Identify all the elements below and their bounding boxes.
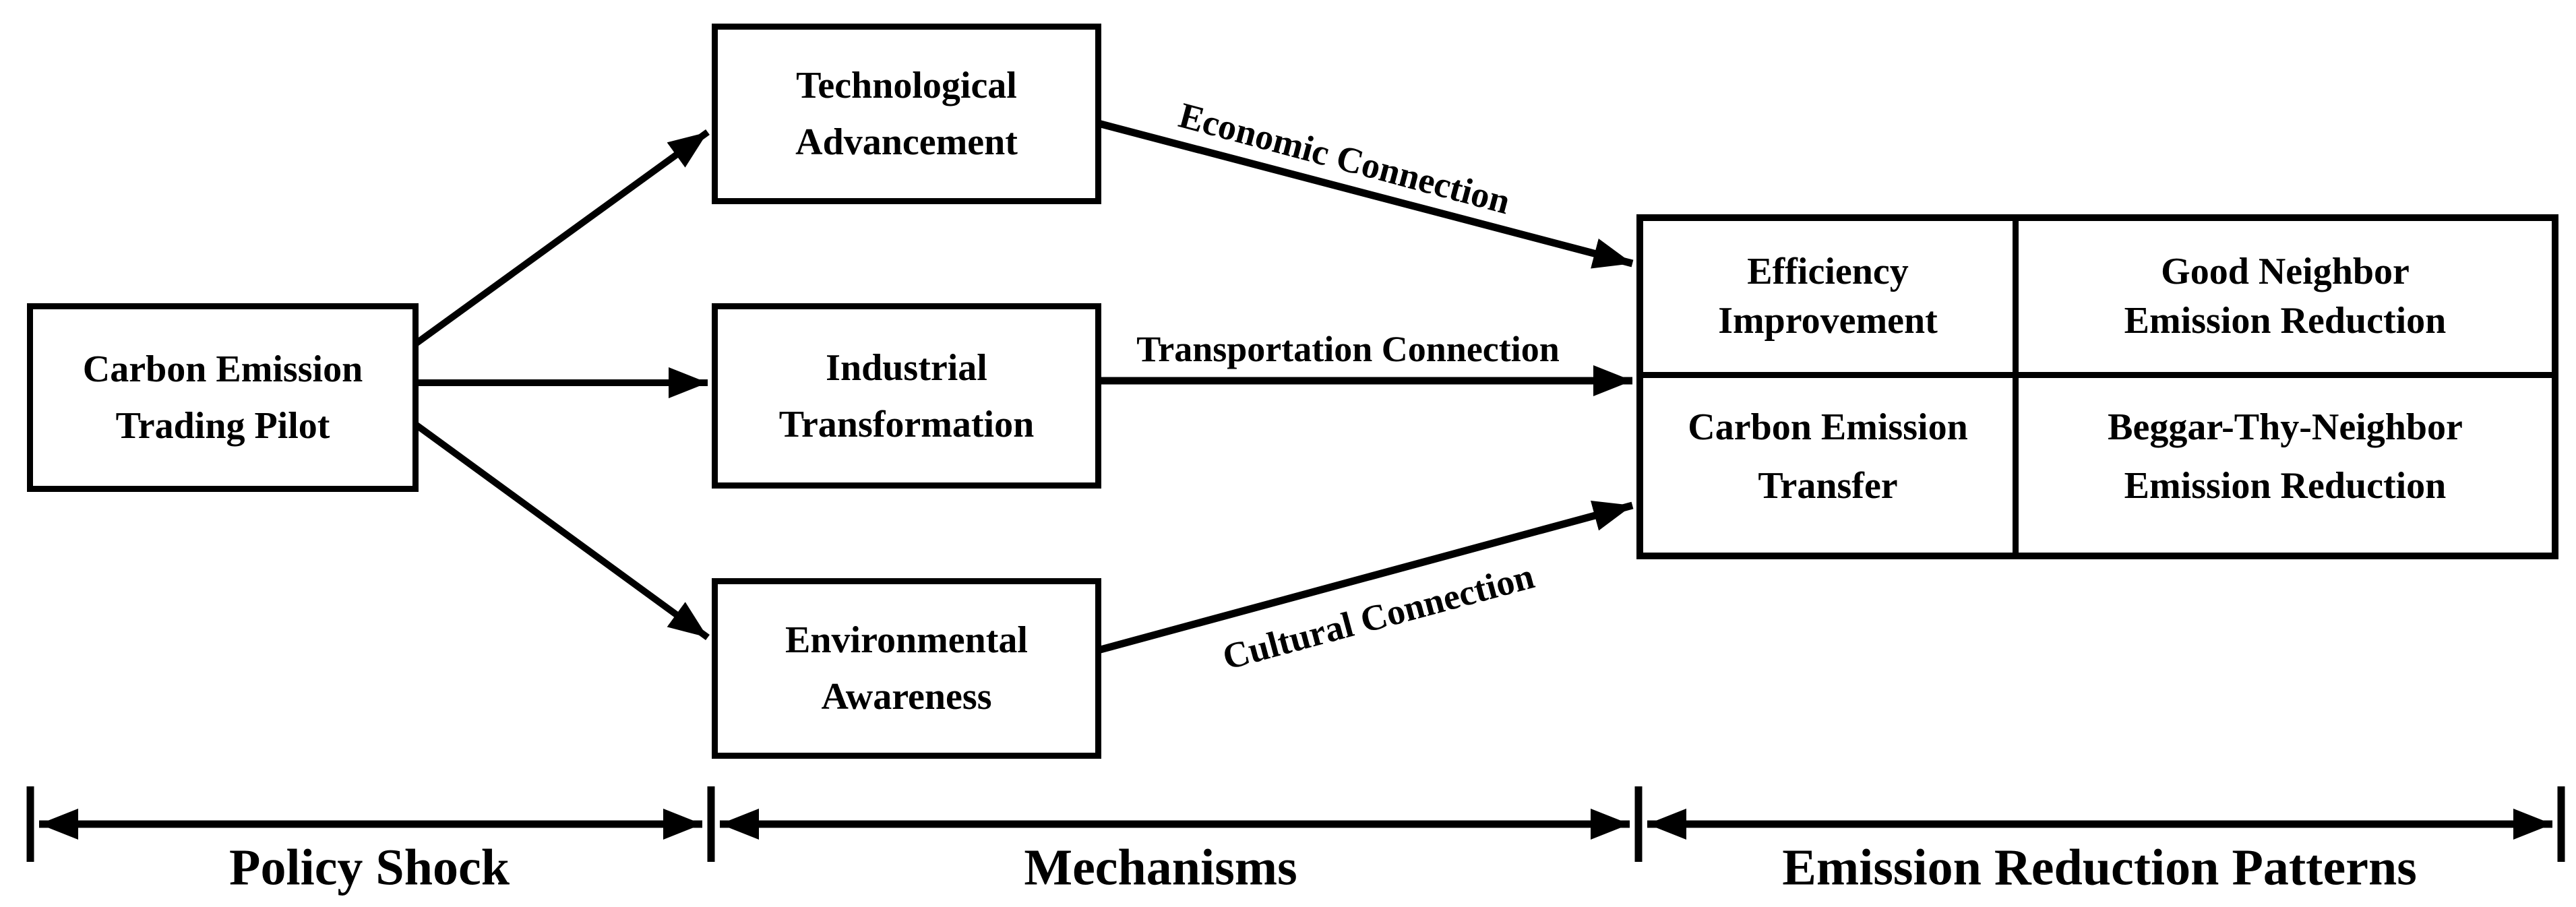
arrow-economic-connection [1089,117,1634,269]
box-industrial-line1: Industrial [826,346,987,389]
box-environmental-line2: Awareness [821,676,992,718]
box-environmental-line1: Environmental [785,619,1028,661]
cell-efficiency-line1: Efficiency [1747,251,1909,292]
box-carbon-emission-trading-pilot: Carbon Emission Trading Pilot [27,303,419,492]
box-tech-line1: Technological [796,65,1017,106]
arrow-cultural-connection [1089,500,1634,656]
cell-good-neighbor-line2: Emission Reduction [2124,300,2447,342]
box-carbon-line2: Trading Pilot [115,405,330,447]
box-tech-line2: Advancement [795,121,1018,163]
cell-efficiency-line2: Improvement [1718,300,1938,342]
box-industrial-line2: Transformation [778,403,1035,445]
box-industrial-transformation: Industrial Transformation [712,303,1101,489]
box-environmental-awareness: Environmental Awareness [712,578,1101,759]
cell-beggar-thy-neighbor: Beggar-Thy-Neighbor Emission Reduction [2019,378,2552,553]
cell-carbon-emission-transfer: Carbon Emission Transfer [1643,378,2019,553]
cell-transfer-line1: Carbon Emission [1688,406,1968,448]
cell-beggar-line1: Beggar-Thy-Neighbor [2108,406,2463,448]
cell-beggar-line2: Emission Reduction [2124,464,2447,507]
arrow-carbon-to-tech [404,129,710,354]
axis-label-emission-reduction-patterns: Emission Reduction Patterns [1782,839,2417,896]
box-carbon-line1: Carbon Emission [82,348,363,390]
axis-label-mechanisms: Mechanisms [1024,839,1297,896]
patterns-matrix-table: Efficiency Improvement Good Neighbor Emi… [1636,214,2558,559]
cell-good-neighbor: Good Neighbor Emission Reduction [2019,221,2552,378]
cell-efficiency-improvement: Efficiency Improvement [1643,221,2019,378]
label-transportation-connection: Transportation Connection [1136,329,1560,369]
cell-transfer-line2: Transfer [1758,464,1898,507]
arrow-carbon-to-environmental [404,414,710,641]
box-technological-advancement: Technological Advancement [712,24,1101,204]
axis-label-policy-shock: Policy Shock [229,839,510,896]
cell-good-neighbor-line1: Good Neighbor [2161,251,2410,292]
